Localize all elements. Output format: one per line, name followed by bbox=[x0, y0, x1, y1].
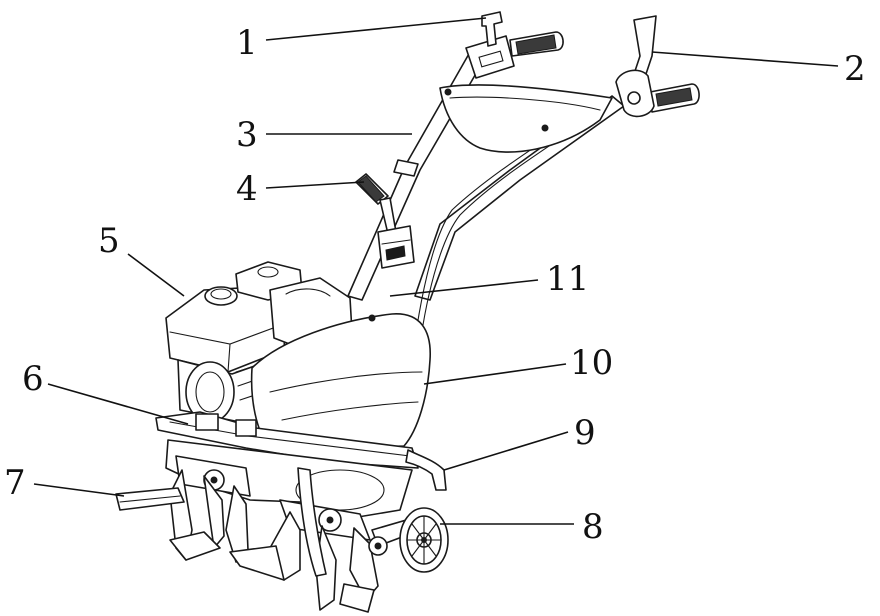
depth-bar-frame bbox=[405, 449, 447, 491]
callout-2: 2 bbox=[844, 49, 866, 89]
right-tine-assembly bbox=[229, 467, 379, 613]
leader-6 bbox=[47, 383, 189, 425]
height-adjust-clamp bbox=[393, 159, 419, 177]
callout-8: 8 bbox=[582, 507, 604, 547]
leader-7 bbox=[33, 483, 125, 497]
leader-9 bbox=[443, 431, 569, 471]
leader-2 bbox=[651, 51, 839, 67]
leader-5 bbox=[127, 253, 185, 297]
callout-10: 10 bbox=[570, 343, 613, 383]
leader-10 bbox=[423, 363, 567, 385]
right-handlebar-tube bbox=[414, 95, 625, 301]
throttle-lever bbox=[481, 11, 503, 47]
callout-11: 11 bbox=[546, 259, 589, 299]
callout-6: 6 bbox=[22, 359, 44, 399]
callout-5: 5 bbox=[98, 221, 120, 261]
callout-numbers: 1 2 3 4 5 6 7 8 9 10 11 bbox=[4, 23, 866, 547]
callout-4: 4 bbox=[236, 169, 258, 209]
leader-11 bbox=[389, 279, 539, 297]
tiller-illustration bbox=[115, 11, 700, 613]
callout-7: 7 bbox=[4, 463, 26, 503]
leader-4 bbox=[265, 181, 365, 189]
callout-3: 3 bbox=[236, 115, 258, 155]
fuel-cap bbox=[204, 286, 238, 306]
tine-guard bbox=[165, 439, 413, 521]
callout-1: 1 bbox=[236, 23, 258, 63]
leader-1 bbox=[265, 17, 487, 41]
callout-leaders bbox=[33, 17, 839, 525]
handlebar-cross-panel bbox=[439, 84, 613, 153]
callout-9: 9 bbox=[574, 413, 596, 453]
gearshift-housing bbox=[377, 225, 415, 269]
left-tine-assembly bbox=[169, 455, 251, 563]
